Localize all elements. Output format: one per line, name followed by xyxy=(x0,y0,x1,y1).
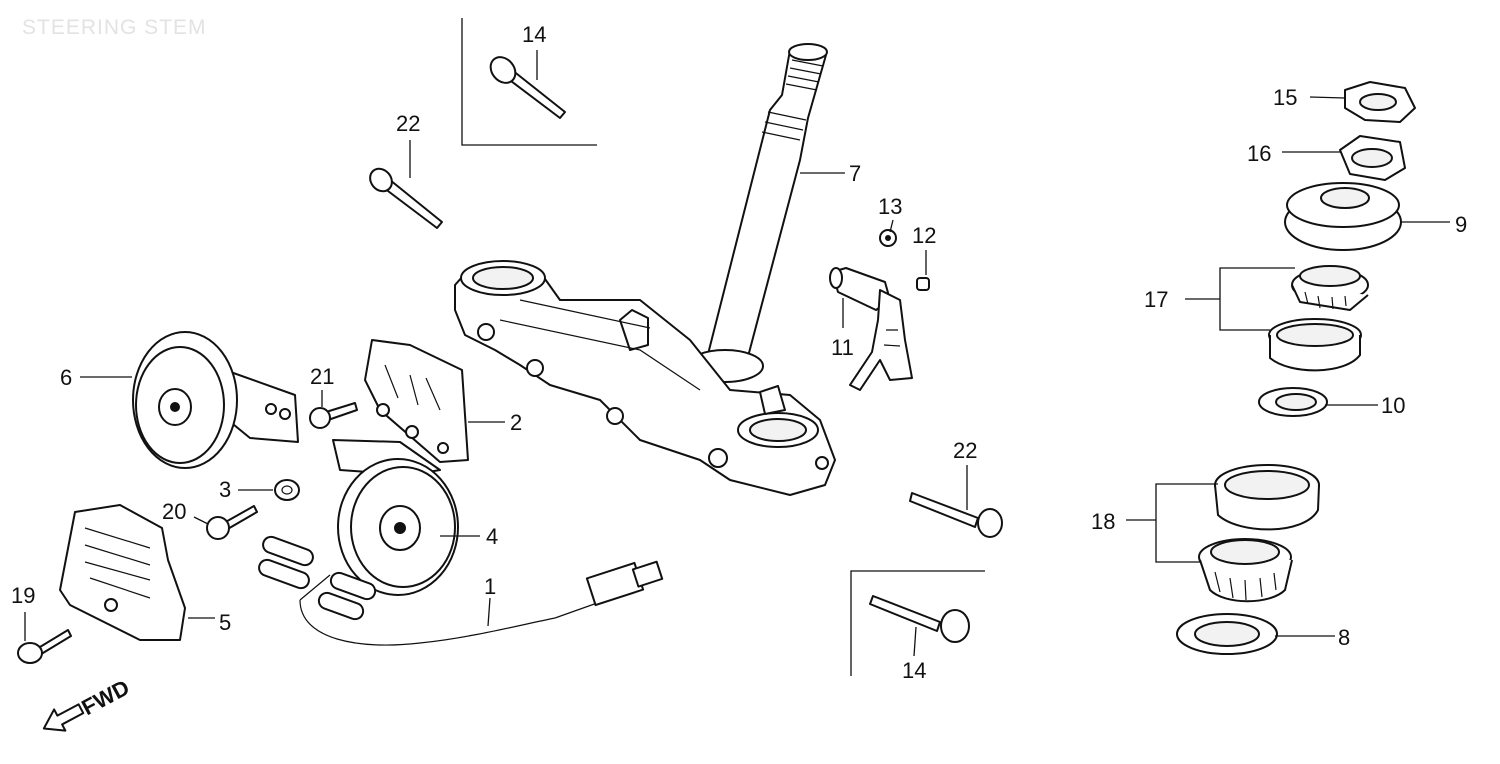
part-label-22-top: 22 xyxy=(396,111,420,136)
bracket-frame-bottom xyxy=(850,570,985,676)
part-label-18: 18 xyxy=(1091,509,1115,534)
horn-center xyxy=(332,439,459,596)
part-label-6: 6 xyxy=(60,365,72,390)
bearing-race-17-lower xyxy=(1268,318,1362,372)
wire-harness xyxy=(258,535,664,646)
part-label-13: 13 xyxy=(878,194,902,219)
lock-nut-15 xyxy=(1344,81,1416,123)
horn-bracket xyxy=(364,339,469,463)
part-label-5: 5 xyxy=(219,610,231,635)
bracket-frame-top xyxy=(461,18,597,146)
part-label-12: 12 xyxy=(912,223,936,248)
part-label-10: 10 xyxy=(1381,393,1405,418)
lower-bracket xyxy=(454,260,836,496)
forward-indicator: FWD xyxy=(42,675,134,732)
part-labels: 1 2 3 4 5 6 7 8 9 10 11 12 13 14 14 15 1… xyxy=(11,22,1467,683)
lock-washer-16 xyxy=(1339,135,1406,181)
bolt-20 xyxy=(206,505,258,540)
bolt-22-right xyxy=(909,492,1003,538)
part-label-20: 20 xyxy=(162,499,186,524)
part-label-22-right: 22 xyxy=(953,438,977,463)
forward-arrow-icon xyxy=(42,703,85,732)
part-label-17: 17 xyxy=(1144,287,1168,312)
part-label-3: 3 xyxy=(219,477,231,502)
dust-seal-8 xyxy=(1176,613,1278,655)
part-label-11: 11 xyxy=(831,335,854,360)
part-label-14-bottom: 14 xyxy=(902,658,926,683)
bolt-19 xyxy=(17,629,72,664)
diagram-title: STEERING STEM xyxy=(22,16,207,39)
forward-label: FWD xyxy=(78,675,134,721)
bearing-18-lower xyxy=(1198,538,1293,603)
horn-left xyxy=(132,331,299,469)
steering-stem-shaft xyxy=(686,43,828,383)
adjusting-nut-9 xyxy=(1284,182,1402,251)
horn-cover xyxy=(59,504,186,641)
part-label-19: 19 xyxy=(11,583,35,608)
bearing-race-18-upper xyxy=(1214,464,1320,531)
dust-seal-10 xyxy=(1258,387,1328,417)
part-label-16: 16 xyxy=(1247,141,1271,166)
part-label-7: 7 xyxy=(849,161,861,186)
leader-lines xyxy=(24,50,1450,657)
washer-3 xyxy=(274,479,300,501)
part-label-21: 21 xyxy=(310,364,334,389)
part-label-1: 1 xyxy=(484,574,496,599)
part-label-2: 2 xyxy=(510,410,522,435)
bolt-14-top xyxy=(489,56,566,119)
part-label-9: 9 xyxy=(1455,212,1467,237)
bolt-14-bottom xyxy=(869,595,970,643)
part-label-4: 4 xyxy=(486,524,498,549)
bolt-22-top xyxy=(369,167,443,229)
steering-lock-assembly xyxy=(829,229,930,391)
part-label-8: 8 xyxy=(1338,625,1350,650)
part-label-15: 15 xyxy=(1273,85,1297,110)
bearing-17-upper xyxy=(1291,265,1369,311)
bolt-21 xyxy=(309,402,358,429)
part-label-14-top: 14 xyxy=(522,22,546,47)
